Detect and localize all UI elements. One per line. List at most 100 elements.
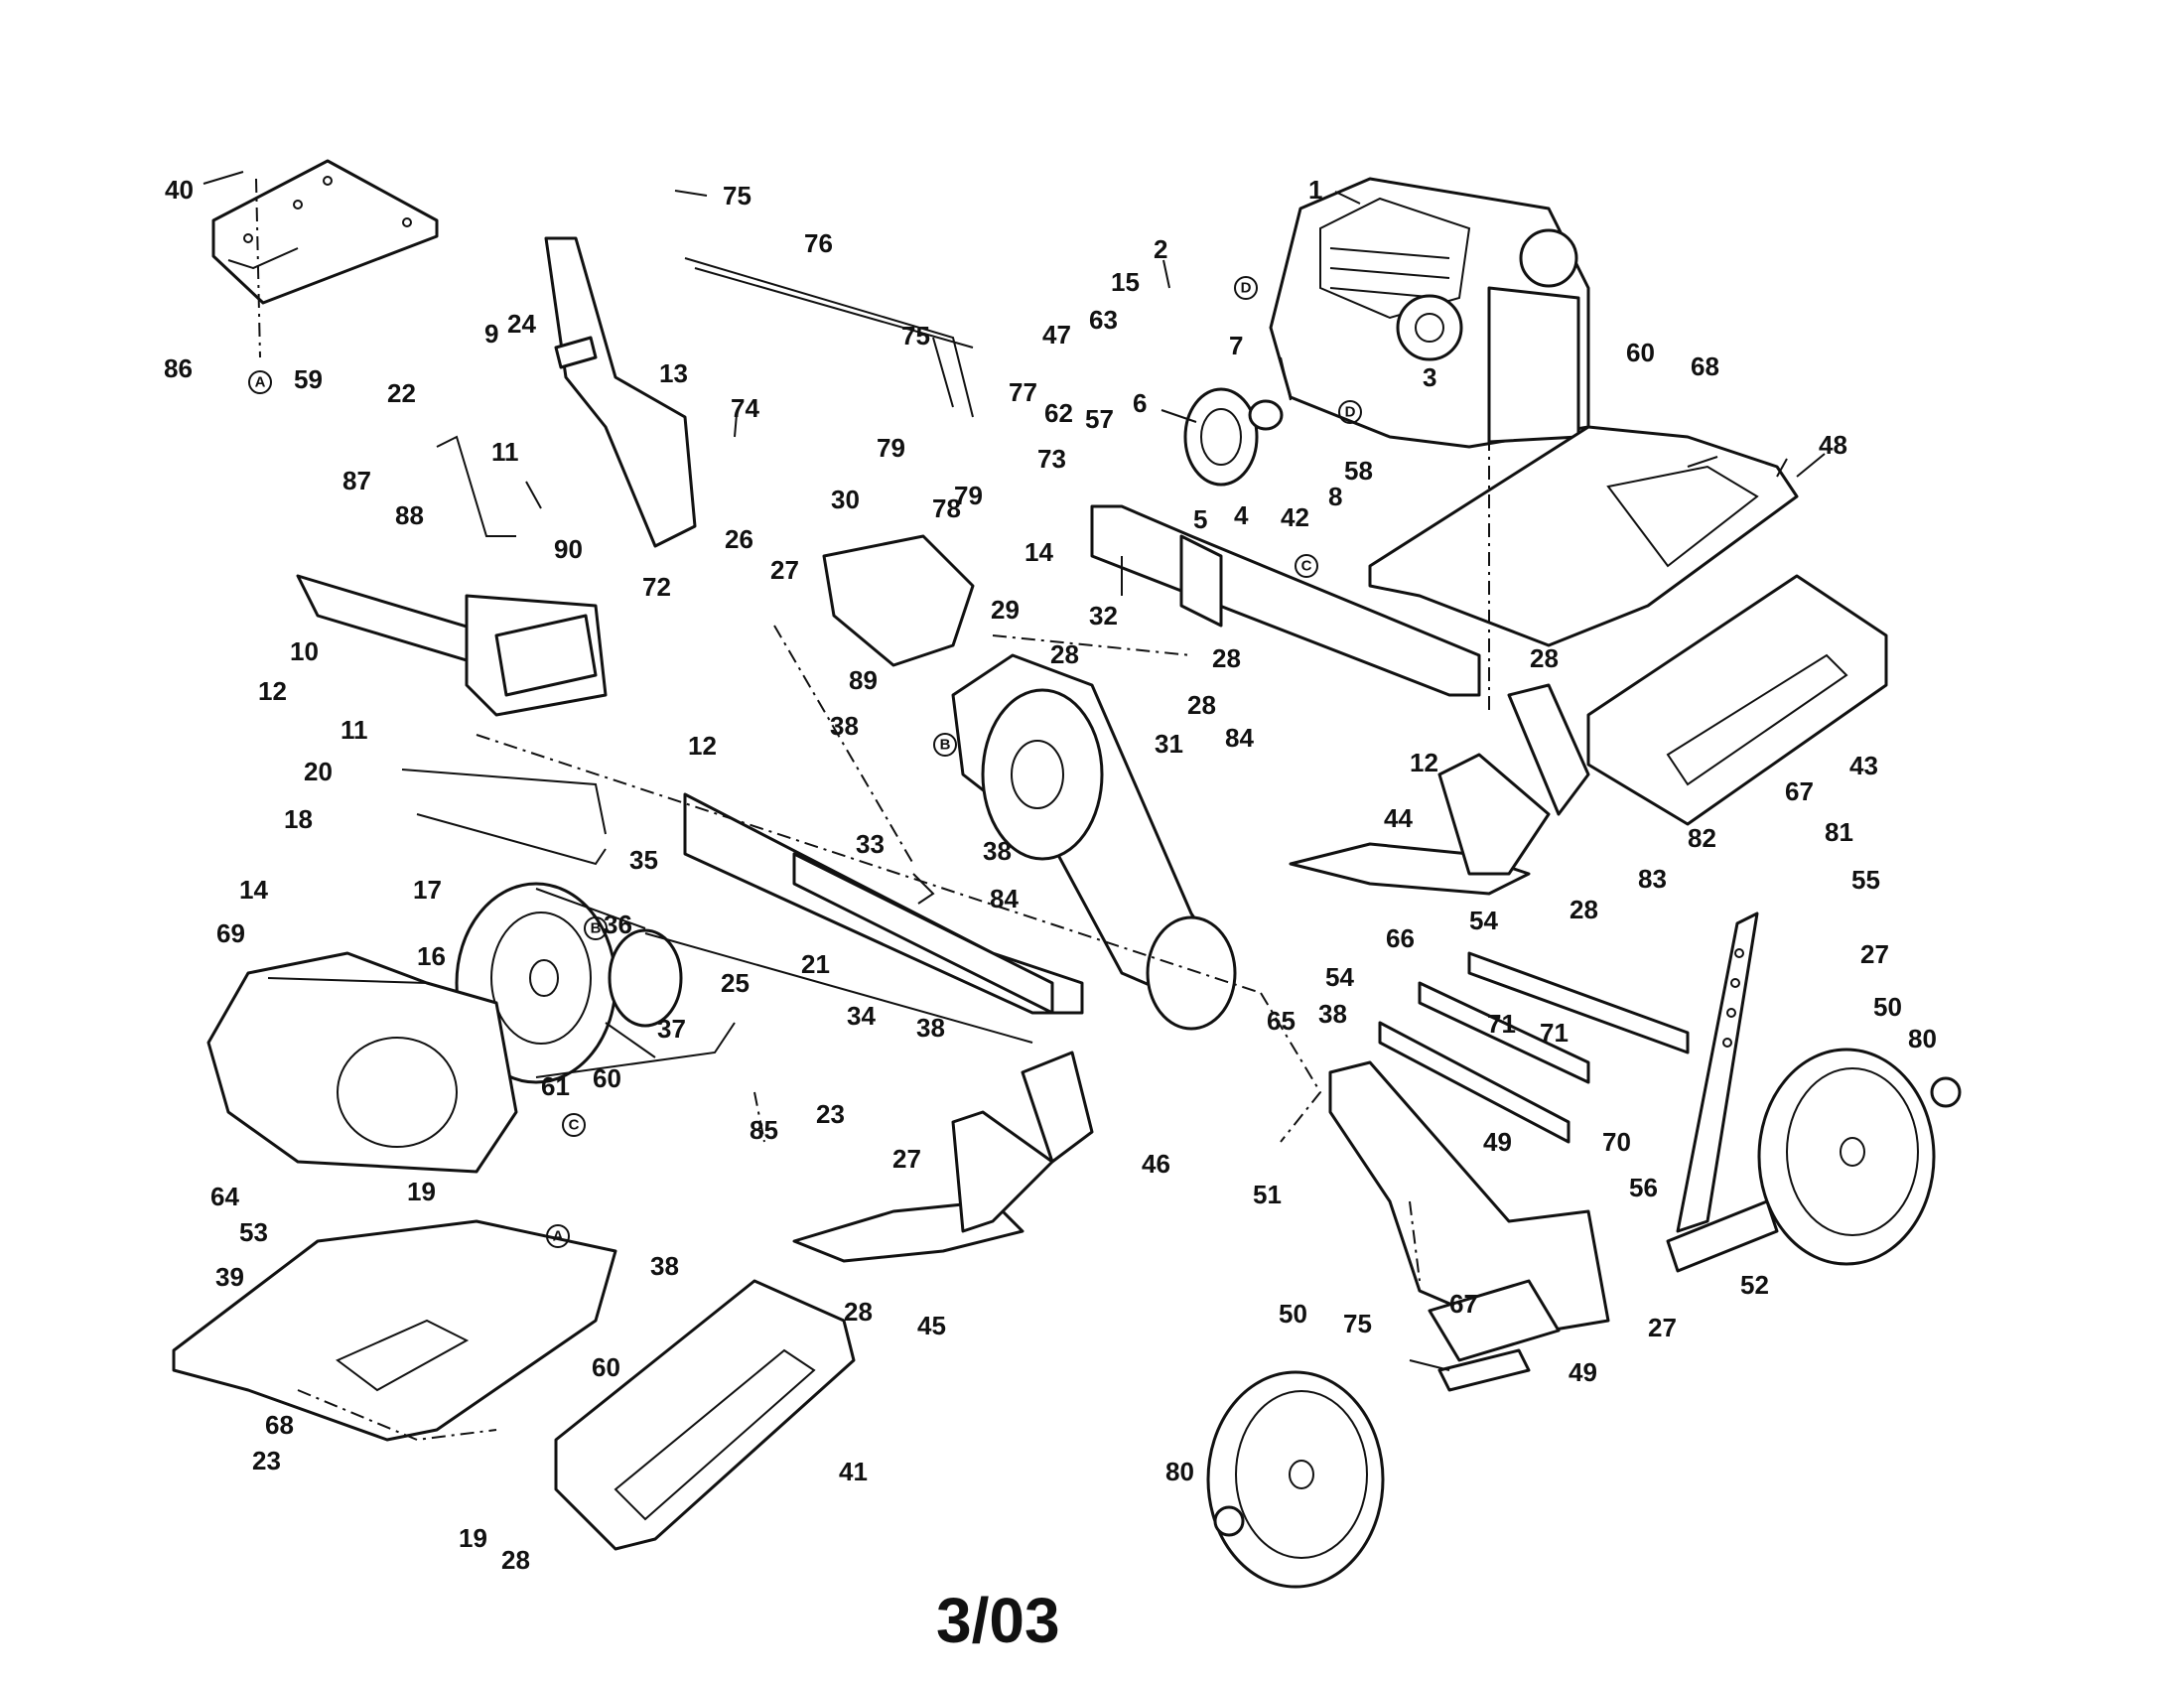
callout-38: 38 <box>916 1013 945 1043</box>
callout-43: 43 <box>1849 751 1878 780</box>
callout-12: 12 <box>688 731 717 761</box>
engine-pulley <box>1183 387 1284 487</box>
callout-56: 56 <box>1629 1173 1658 1202</box>
mounting-plates <box>1378 951 1690 1144</box>
callout-2: 2 <box>1154 234 1167 264</box>
callout-50: 50 <box>1279 1299 1307 1329</box>
wheel-axle <box>1328 1060 1779 1392</box>
callout-28: 28 <box>501 1545 530 1575</box>
callout-39: 39 <box>215 1262 244 1292</box>
callout-28: 28 <box>1187 690 1216 720</box>
date-code: 3/03 <box>936 1585 1060 1656</box>
callout-71: 71 <box>1487 1009 1516 1039</box>
callout-49: 49 <box>1569 1357 1597 1387</box>
callout-4: 4 <box>1234 500 1249 530</box>
callout-47: 47 <box>1042 320 1071 350</box>
callout-73: 73 <box>1037 444 1066 474</box>
callout-18: 18 <box>284 804 313 834</box>
callout-61: 61 <box>541 1071 570 1101</box>
callout-85: 85 <box>750 1115 778 1145</box>
callout-67: 67 <box>1449 1289 1478 1319</box>
callout-38: 38 <box>650 1251 679 1281</box>
svg-text:A: A <box>255 374 266 391</box>
callout-54: 54 <box>1469 906 1498 935</box>
ref-b-icon: B <box>933 733 957 757</box>
callout-41: 41 <box>839 1457 868 1486</box>
frame-tube <box>296 574 608 717</box>
main-frame-rail <box>683 792 1084 1015</box>
callout-60: 60 <box>1626 338 1655 367</box>
callout-37: 37 <box>657 1014 686 1044</box>
ref-c-icon: C <box>1295 554 1318 578</box>
callout-54: 54 <box>1325 962 1354 992</box>
callout-84: 84 <box>990 884 1019 913</box>
svg-text:A: A <box>553 1228 564 1245</box>
callout-75: 75 <box>723 181 751 210</box>
callout-86: 86 <box>164 353 193 383</box>
callout-5: 5 <box>1193 504 1207 534</box>
callout-35: 35 <box>629 845 658 875</box>
belt-bracket <box>822 534 975 667</box>
callout-19: 19 <box>459 1523 487 1553</box>
callout-51: 51 <box>1253 1180 1282 1209</box>
upper-shield <box>1368 425 1799 647</box>
callout-71: 71 <box>1540 1018 1569 1048</box>
callout-28: 28 <box>1530 643 1559 673</box>
ref-a-icon: A <box>546 1224 570 1248</box>
svg-text:C: C <box>569 1117 580 1134</box>
callout-83: 83 <box>1638 864 1667 894</box>
callout-76: 76 <box>804 228 833 258</box>
callout-7: 7 <box>1229 331 1243 360</box>
callout-14: 14 <box>1024 537 1053 567</box>
callout-62: 62 <box>1044 398 1073 428</box>
callout-30: 30 <box>831 485 860 514</box>
engine <box>1269 177 1590 449</box>
svg-text:D: D <box>1345 404 1356 421</box>
callout-90: 90 <box>554 534 583 564</box>
callout-52: 52 <box>1740 1270 1769 1300</box>
svg-text:B: B <box>591 920 602 937</box>
callout-28: 28 <box>1050 639 1079 669</box>
callout-44: 44 <box>1384 803 1413 833</box>
callout-28: 28 <box>844 1297 873 1327</box>
callout-3: 3 <box>1423 362 1436 392</box>
callout-29: 29 <box>991 595 1020 625</box>
callout-31: 31 <box>1155 729 1183 759</box>
callout-36: 36 <box>604 910 632 939</box>
callout-23: 23 <box>816 1099 845 1129</box>
ref-b-icon: B <box>584 916 608 940</box>
ref-d-icon: D <box>1338 400 1362 424</box>
callout-80: 80 <box>1908 1024 1937 1053</box>
callout-28: 28 <box>1212 643 1241 673</box>
callout-32: 32 <box>1089 601 1118 631</box>
callout-87: 87 <box>342 466 371 495</box>
callout-48: 48 <box>1819 430 1847 460</box>
callout-68: 68 <box>265 1410 294 1440</box>
callout-9: 9 <box>484 319 498 349</box>
callout-64: 64 <box>210 1182 239 1211</box>
callout-12: 12 <box>1410 748 1438 777</box>
callout-19: 19 <box>407 1177 436 1206</box>
callout-25: 25 <box>721 968 750 998</box>
callout-38: 38 <box>983 836 1012 866</box>
callout-67: 67 <box>1785 776 1814 806</box>
callout-21: 21 <box>801 949 830 979</box>
front-deflector <box>554 1279 856 1551</box>
callout-28: 28 <box>1570 895 1598 924</box>
mounting-plate <box>211 159 439 358</box>
tine-left <box>792 1051 1094 1263</box>
callout-60: 60 <box>592 1352 620 1382</box>
callout-84: 84 <box>1225 723 1254 753</box>
callout-38: 38 <box>1318 999 1347 1029</box>
callout-26: 26 <box>725 524 753 554</box>
callout-55: 55 <box>1851 865 1880 895</box>
handle-assembly <box>436 236 974 548</box>
callout-68: 68 <box>1691 351 1719 381</box>
callout-57: 57 <box>1085 404 1114 434</box>
rear-deflector <box>1586 574 1888 826</box>
callout-69: 69 <box>216 918 245 948</box>
callout-75: 75 <box>901 321 930 351</box>
callout-33: 33 <box>856 829 885 859</box>
callout-75: 75 <box>1343 1309 1372 1338</box>
ref-c-icon: C <box>562 1113 586 1137</box>
